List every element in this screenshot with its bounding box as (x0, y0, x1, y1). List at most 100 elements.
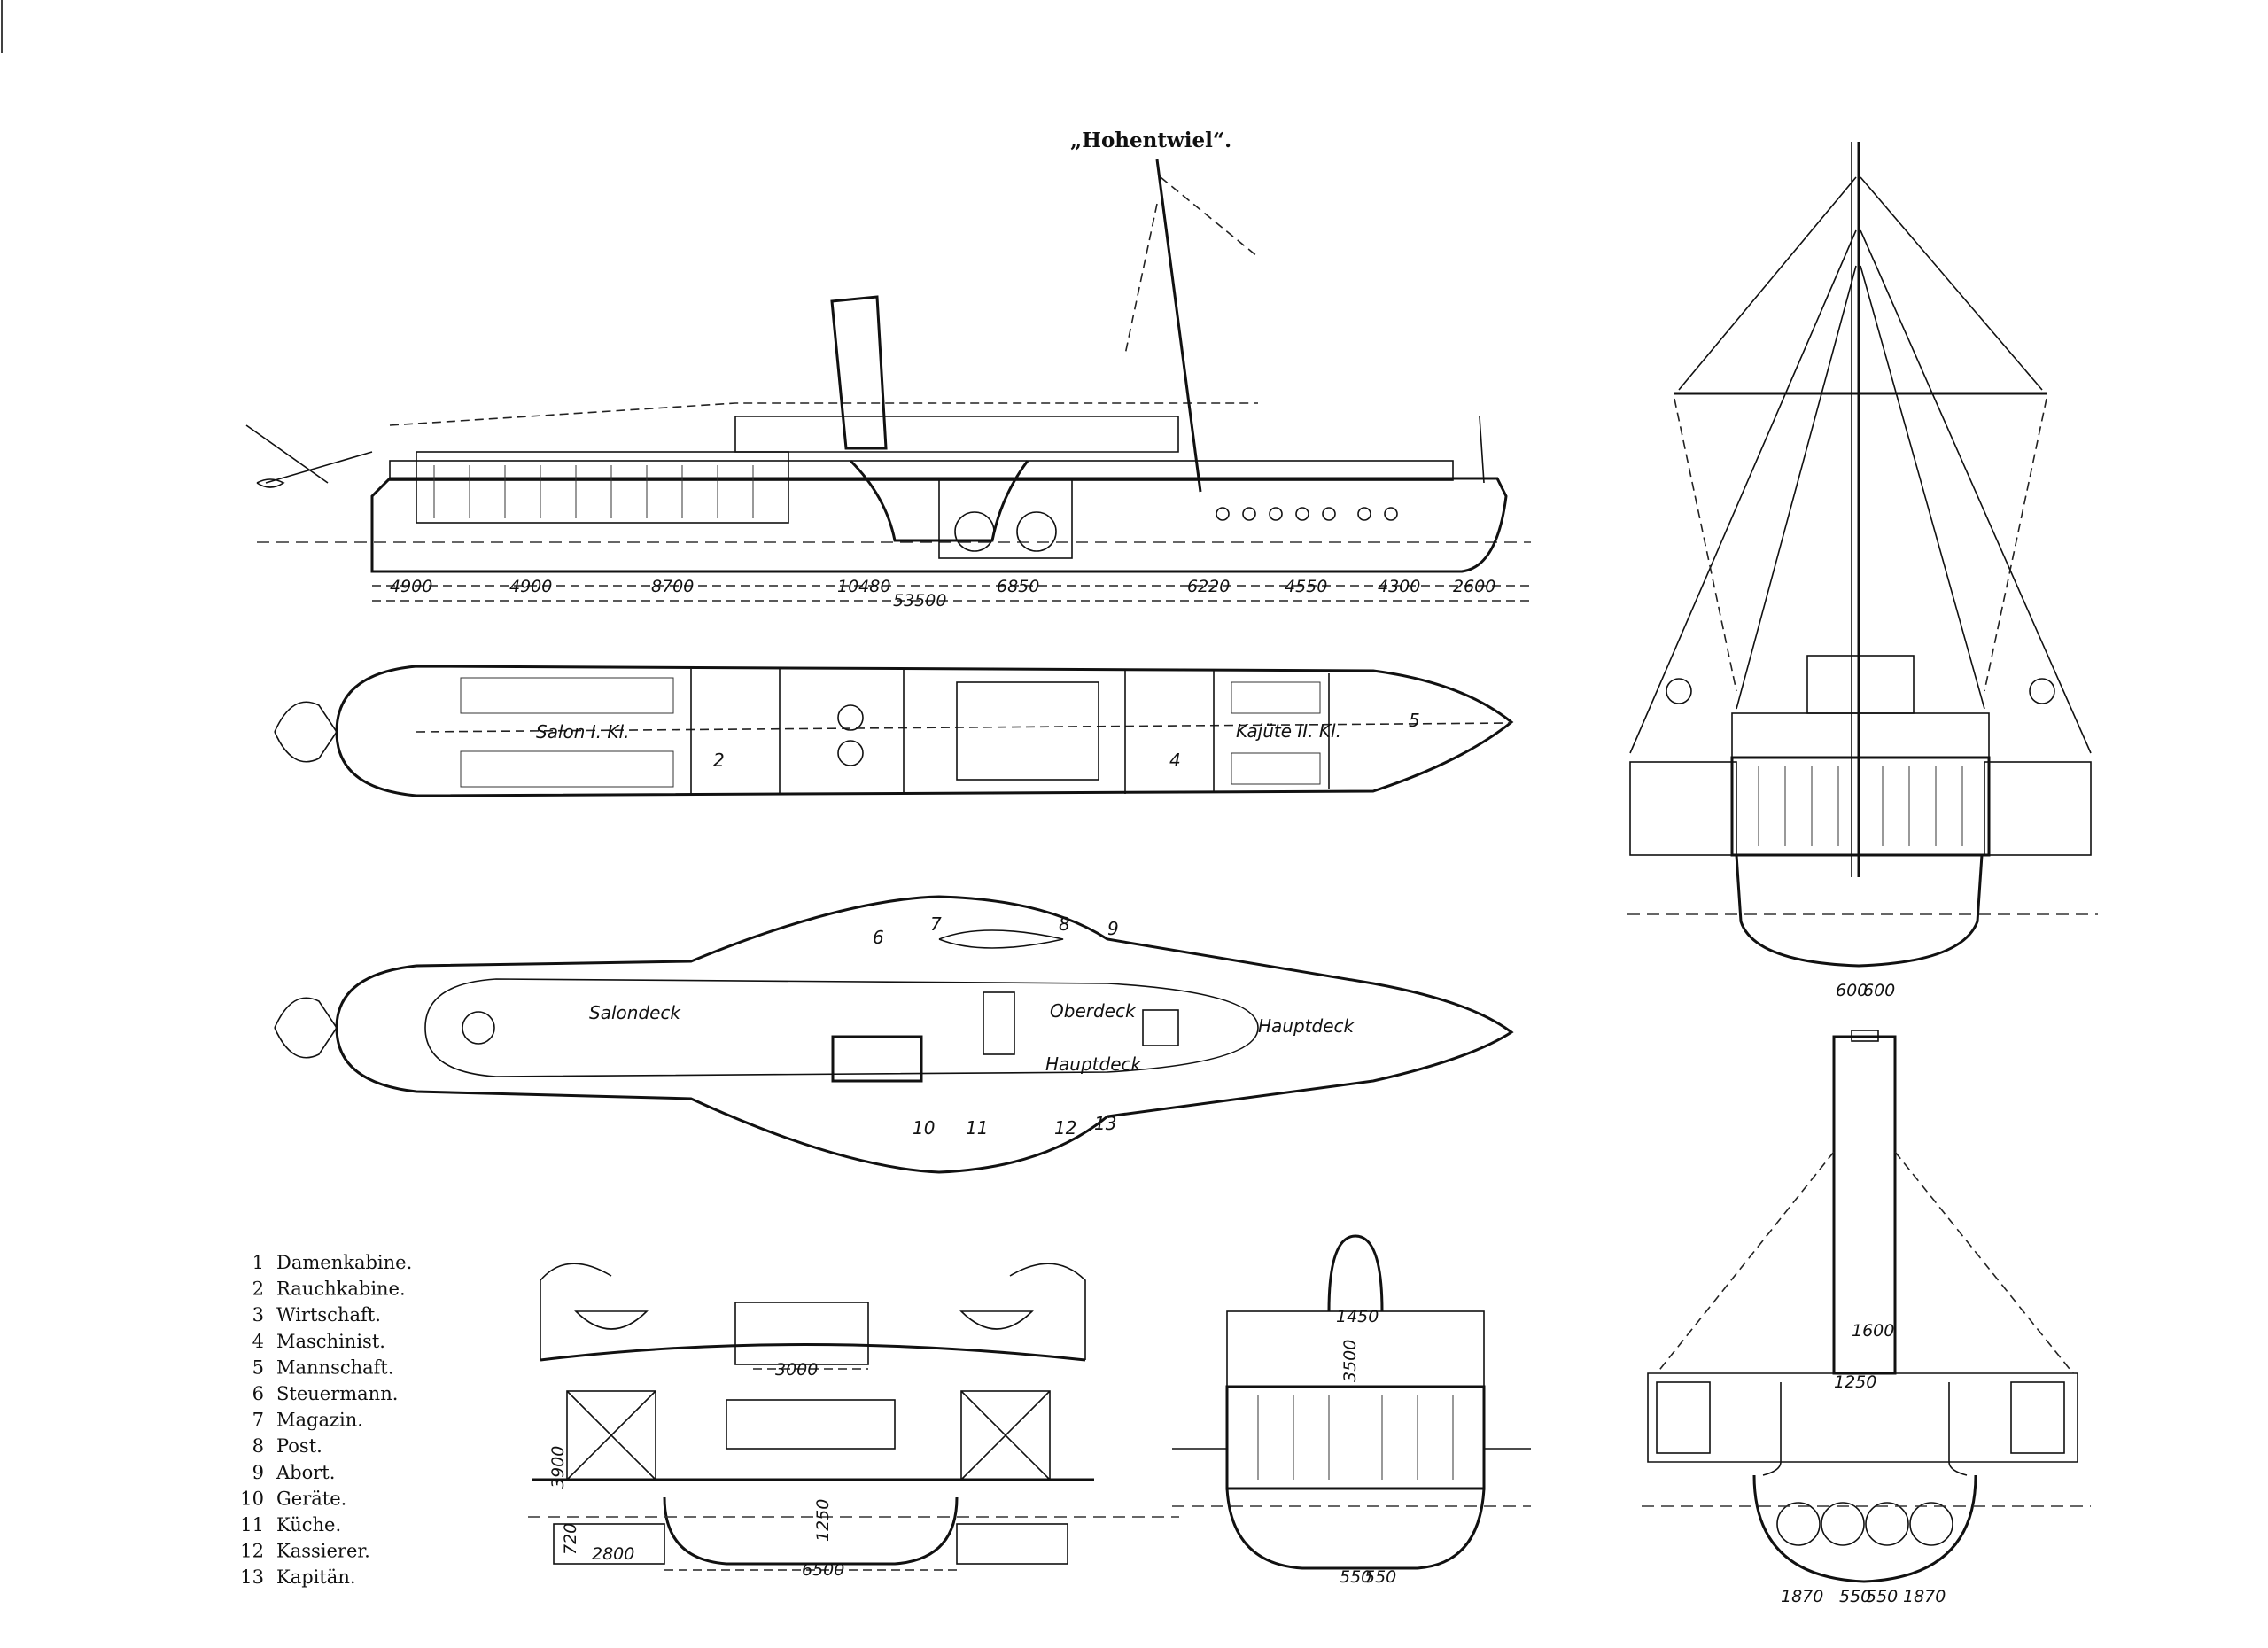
dim-label: 4900 (390, 577, 432, 596)
legend-number: 12 (240, 1541, 264, 1562)
dim-label: 4300 (1378, 577, 1420, 596)
stern-rudder (274, 997, 338, 1059)
bow-staff (1479, 416, 1485, 484)
navigation-lamp (2029, 678, 2055, 704)
front-view: 600 600 (1627, 142, 2098, 1000)
deck-label: Salondeck (589, 1002, 681, 1023)
deck-label: Oberdeck (1050, 1000, 1137, 1022)
legend-label: Post. (276, 1435, 322, 1457)
portholes (1216, 507, 1398, 521)
hull-aft-section (1225, 1488, 1486, 1570)
dim-label: 2800 (592, 1544, 634, 1564)
legend-number: 4 (252, 1331, 264, 1352)
legend-number: 5 (252, 1356, 264, 1378)
deck-label: Hauptdeck (1258, 1015, 1355, 1037)
room-number: 8 (1059, 913, 1070, 935)
deck-label: Hauptdeck (1045, 1053, 1143, 1075)
engine-casing (726, 1399, 896, 1450)
paddle-box (849, 459, 1029, 542)
dim-label: 550 (1364, 1567, 1396, 1587)
mast-stays (1124, 176, 1259, 355)
legend-label: Rauchkabine. (276, 1279, 406, 1300)
steering-wheel (462, 1011, 495, 1045)
mast (1155, 159, 1202, 493)
sponson-starboard (956, 1523, 1068, 1565)
paddle-boxes (1647, 1372, 2078, 1463)
skylight-dome (1327, 1234, 1384, 1312)
rigging (1629, 176, 2092, 754)
room-number: 9 (1107, 918, 1119, 939)
legend-number: 6 (252, 1383, 264, 1404)
upper-deck-plan: Salondeck Oberdeck Hauptdeck Hauptdeck 6… (274, 895, 1514, 1174)
legend-number: 9 (252, 1462, 264, 1483)
skylight-house (734, 1302, 869, 1365)
lower-deck-plan: Salon I. Kl. Kajüte II. Kl. 2 4 5 (274, 665, 1514, 797)
legend-label: Küche. (276, 1514, 341, 1535)
drawing-title: „Hohentwiel“. (1070, 128, 1231, 152)
salon-seating (460, 677, 1321, 788)
room-number: 7 (930, 913, 942, 935)
boiler (837, 740, 864, 766)
room-label: 5 (1409, 710, 1420, 731)
dim-label: 550 (1839, 1587, 1871, 1606)
dim-label: 600 (1863, 981, 1895, 1000)
skylight (831, 1035, 923, 1083)
room-label: 2 (713, 750, 725, 771)
dim-label: 3900 (548, 1446, 568, 1489)
dim-label: 10480 (837, 577, 890, 596)
door-starboard (2010, 1381, 2065, 1454)
room-number: 11 (966, 1117, 988, 1139)
upper-deck (540, 1343, 1086, 1362)
engine-machinery (938, 478, 1073, 559)
dim-label: 3000 (775, 1360, 818, 1380)
lifeboat (938, 929, 1064, 949)
companionway (1142, 1009, 1179, 1046)
stern-lamp (256, 478, 285, 488)
legend-number: 11 (240, 1514, 264, 1535)
room-label: Salon I. Kl. (536, 721, 629, 742)
boiler-casing (1762, 1382, 1968, 1476)
dim-label: 6220 (1187, 577, 1230, 596)
funnel-stays (1656, 1151, 2074, 1374)
funnel-section: 1600 1250 1870 550 550 1870 (1642, 1030, 2091, 1606)
room-number: 6 (873, 927, 884, 948)
legend-number: 8 (252, 1435, 264, 1457)
navigation-lamp (1666, 678, 1692, 704)
dim-label: 550 (1866, 1587, 1898, 1606)
total-length-label: 53500 (893, 591, 946, 610)
legend-number: 13 (240, 1566, 264, 1588)
room-number: 13 (1094, 1113, 1116, 1134)
dim-label: 1870 (1903, 1587, 1946, 1606)
dim-label: 1250 (1834, 1372, 1876, 1392)
paddle-bracing (566, 1390, 656, 1481)
bridge-railing (1731, 712, 1990, 758)
stern-rudder (274, 701, 338, 763)
lifeboats (574, 1310, 1034, 1330)
legend-label: Steuermann. (276, 1383, 398, 1404)
bulkheads (690, 669, 1330, 794)
dim-label: 4550 (1285, 577, 1327, 596)
hull-boiler-section (1752, 1474, 1977, 1583)
legend-number: 1 (252, 1252, 264, 1273)
paddle-section: 3000 6500 2800 3900 720 1250 (528, 1263, 1179, 1580)
dim-label: 4900 (509, 577, 552, 596)
room-label: 4 (1169, 750, 1181, 771)
deck-outline (424, 978, 1259, 1077)
hull-outline (335, 665, 1514, 797)
legend-number: 2 (252, 1279, 264, 1300)
boiler (837, 704, 864, 731)
legend-label: Mannschaft. (276, 1356, 394, 1378)
awning-outline (389, 402, 1258, 426)
legend-number: 10 (240, 1488, 264, 1509)
dim-label: 6850 (997, 577, 1039, 596)
boilers (1776, 1502, 1953, 1546)
hull-outline-with-sponsons (335, 895, 1514, 1174)
legend-label: Maschinist. (276, 1331, 385, 1352)
rigging-dashed (1674, 398, 2047, 692)
dim-label: 1600 (1852, 1321, 1894, 1341)
legend-label: Abort. (276, 1462, 335, 1483)
paddle-box-port (1629, 761, 1737, 856)
dim-label: 550 (1340, 1567, 1371, 1587)
